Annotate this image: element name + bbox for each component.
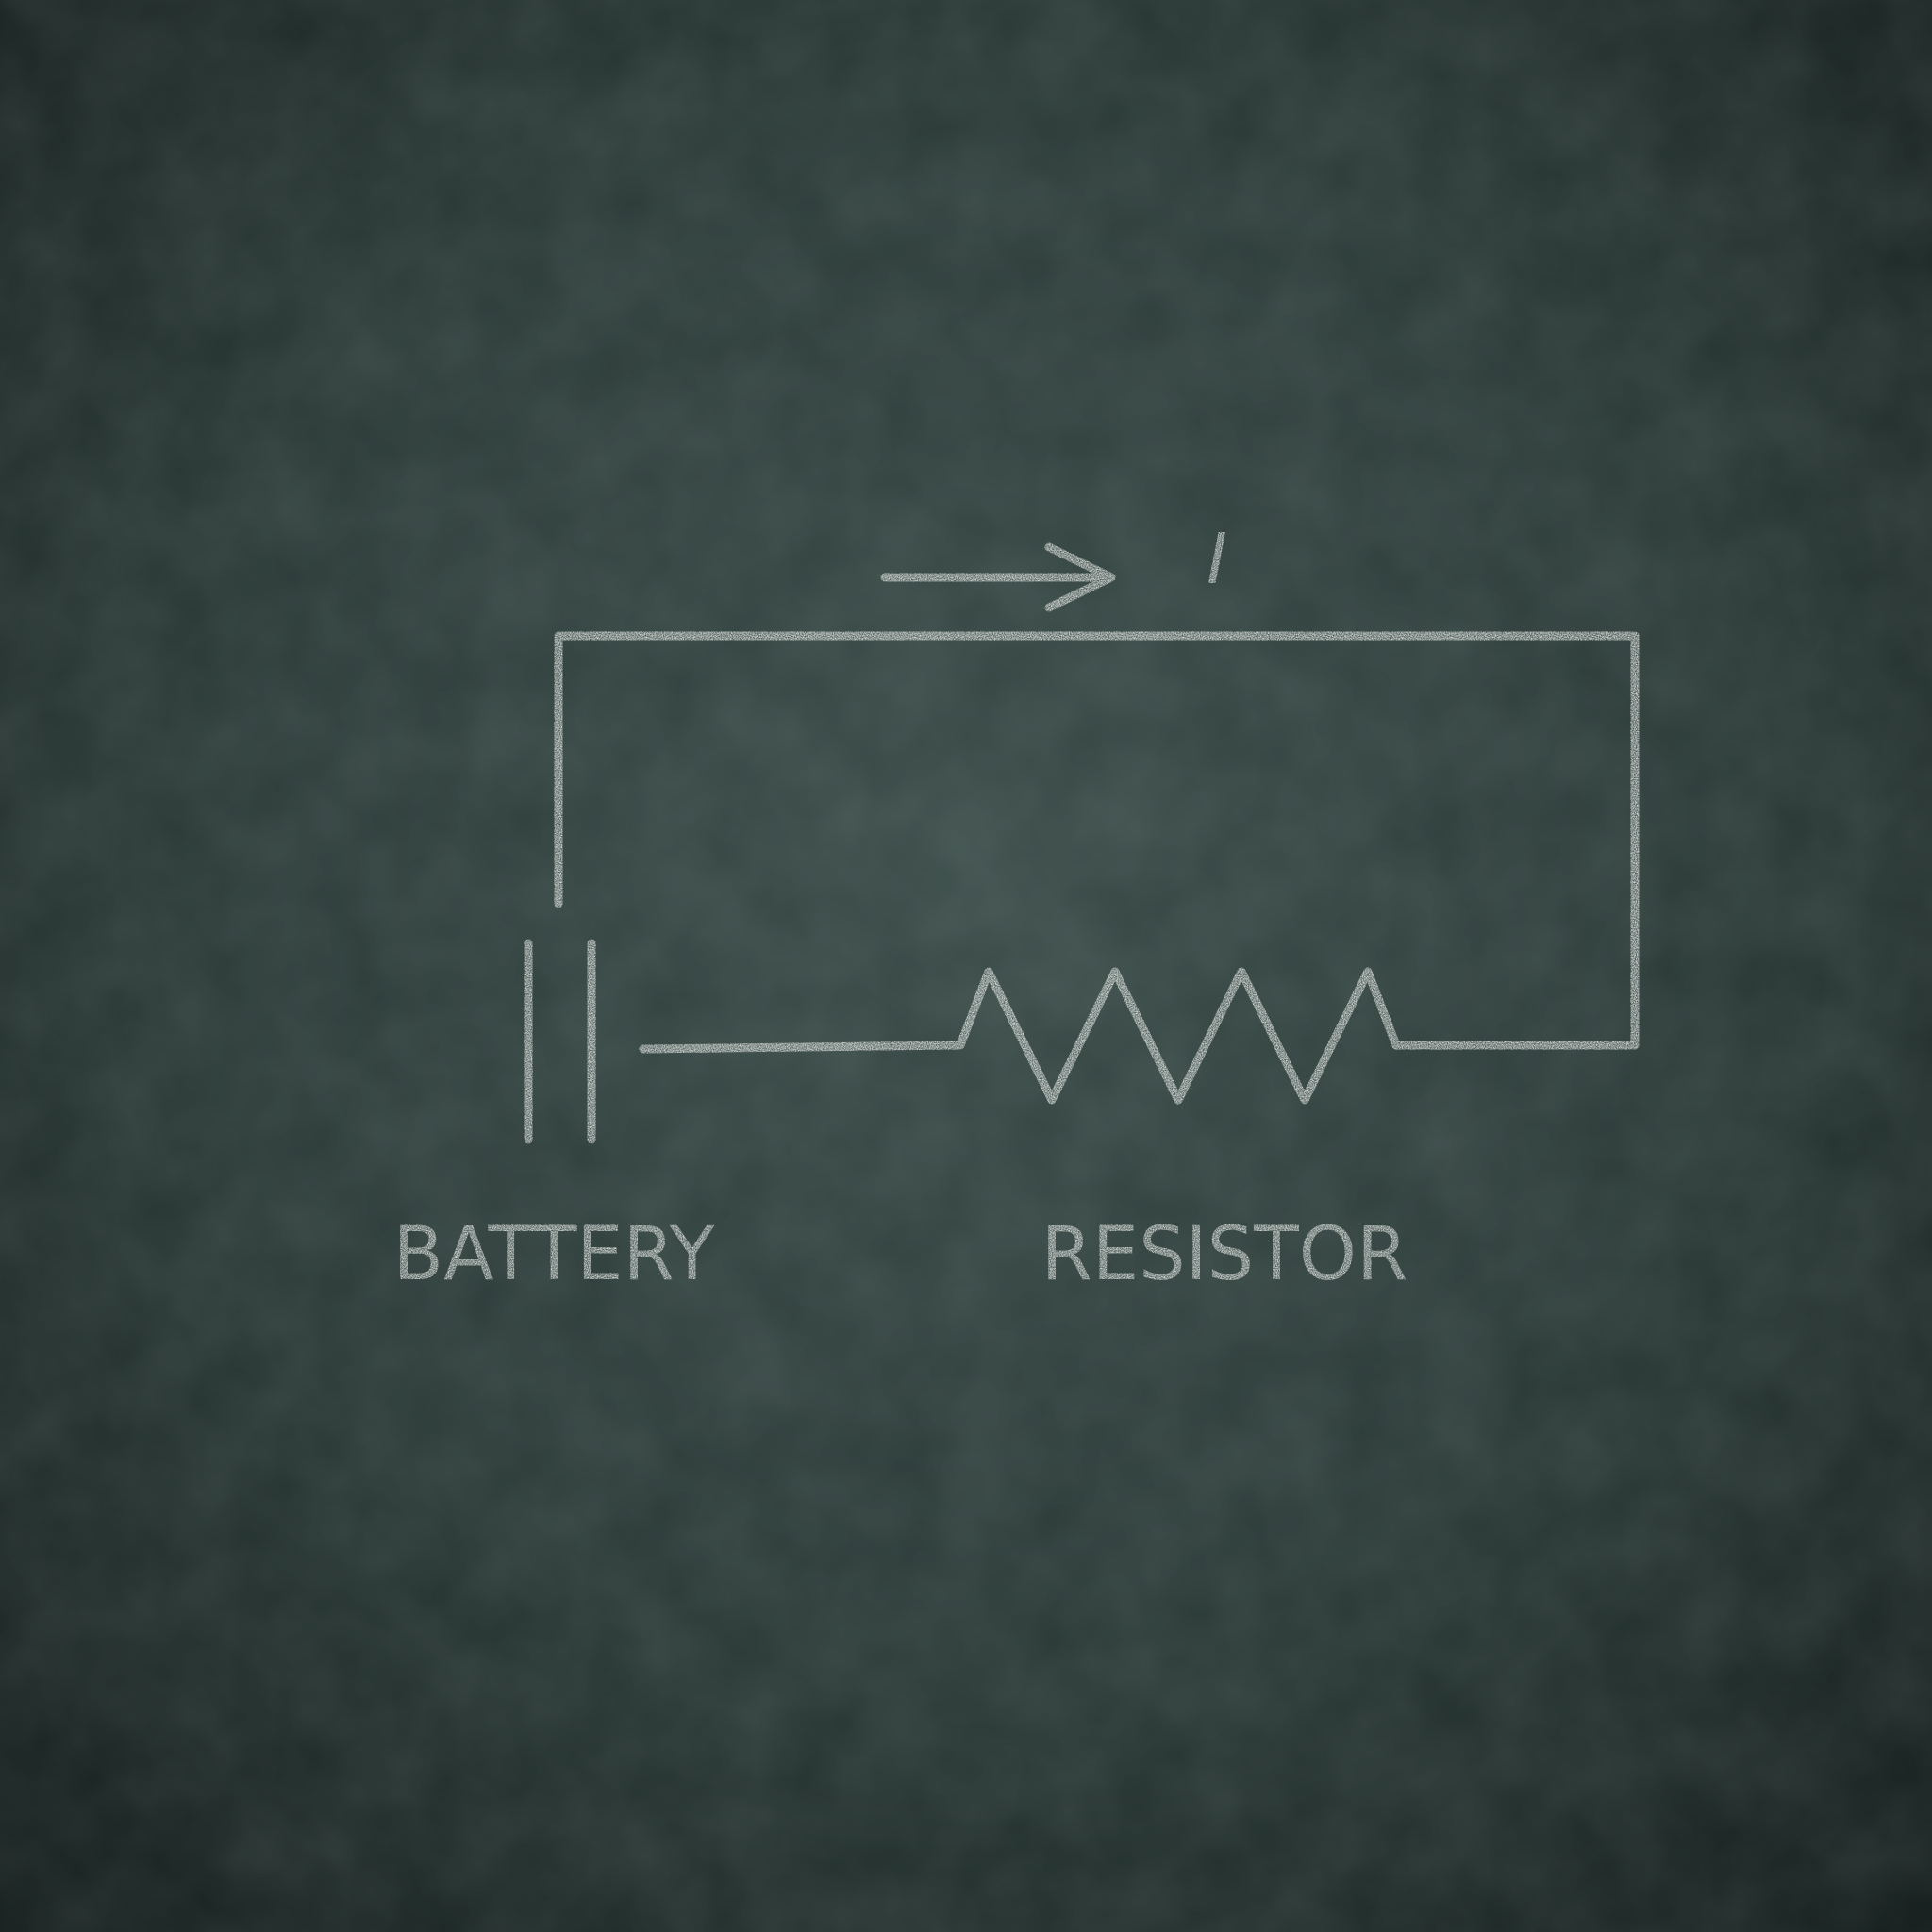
wire-bottom — [639, 1041, 965, 1054]
battery-symbol — [524, 939, 596, 1144]
current-arrow-icon — [880, 542, 1116, 612]
resistor-symbol — [956, 967, 1401, 1105]
resistor-label: RESISTOR — [1041, 1212, 1408, 1297]
current-label: I — [1207, 519, 1227, 600]
battery-label: BATTERY — [393, 1212, 715, 1297]
wire-top — [554, 631, 1640, 1050]
